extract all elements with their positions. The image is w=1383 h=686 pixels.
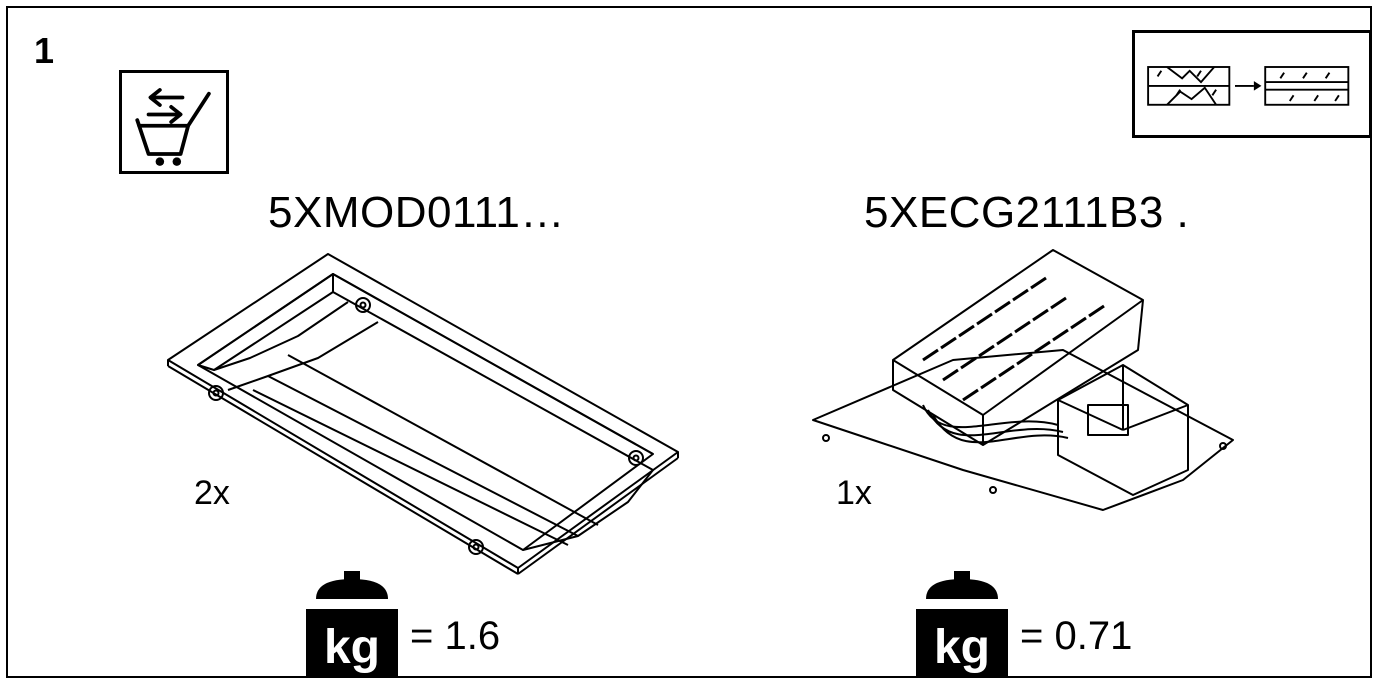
led-module-illustration <box>158 240 688 580</box>
weight-module: kg = 1.6 <box>302 571 500 677</box>
replacement-cart-icon <box>119 70 229 174</box>
step-number: 1 <box>34 30 55 71</box>
weight-ecg: kg = 0.71 <box>912 571 1132 677</box>
weight-value-ecg: = 0.71 <box>1020 614 1133 658</box>
ecg-driver-illustration <box>803 240 1248 512</box>
part-code-module: 5XMOD0111… <box>268 188 565 237</box>
quantity-module: 2x <box>194 474 230 512</box>
instruction-frame: 1 <box>6 6 1372 678</box>
glass-panel-replace-icon <box>1132 30 1372 138</box>
kg-weight-icon: kg <box>306 571 398 677</box>
weight-unit-label: kg <box>324 621 380 674</box>
part-code-ecg: 5XECG2111B3 . <box>864 188 1190 237</box>
quantity-ecg: 1x <box>836 474 872 512</box>
weight-value-module: = 1.6 <box>410 614 501 658</box>
kg-weight-icon: kg <box>916 571 1008 677</box>
weight-unit-label: kg <box>934 621 990 674</box>
